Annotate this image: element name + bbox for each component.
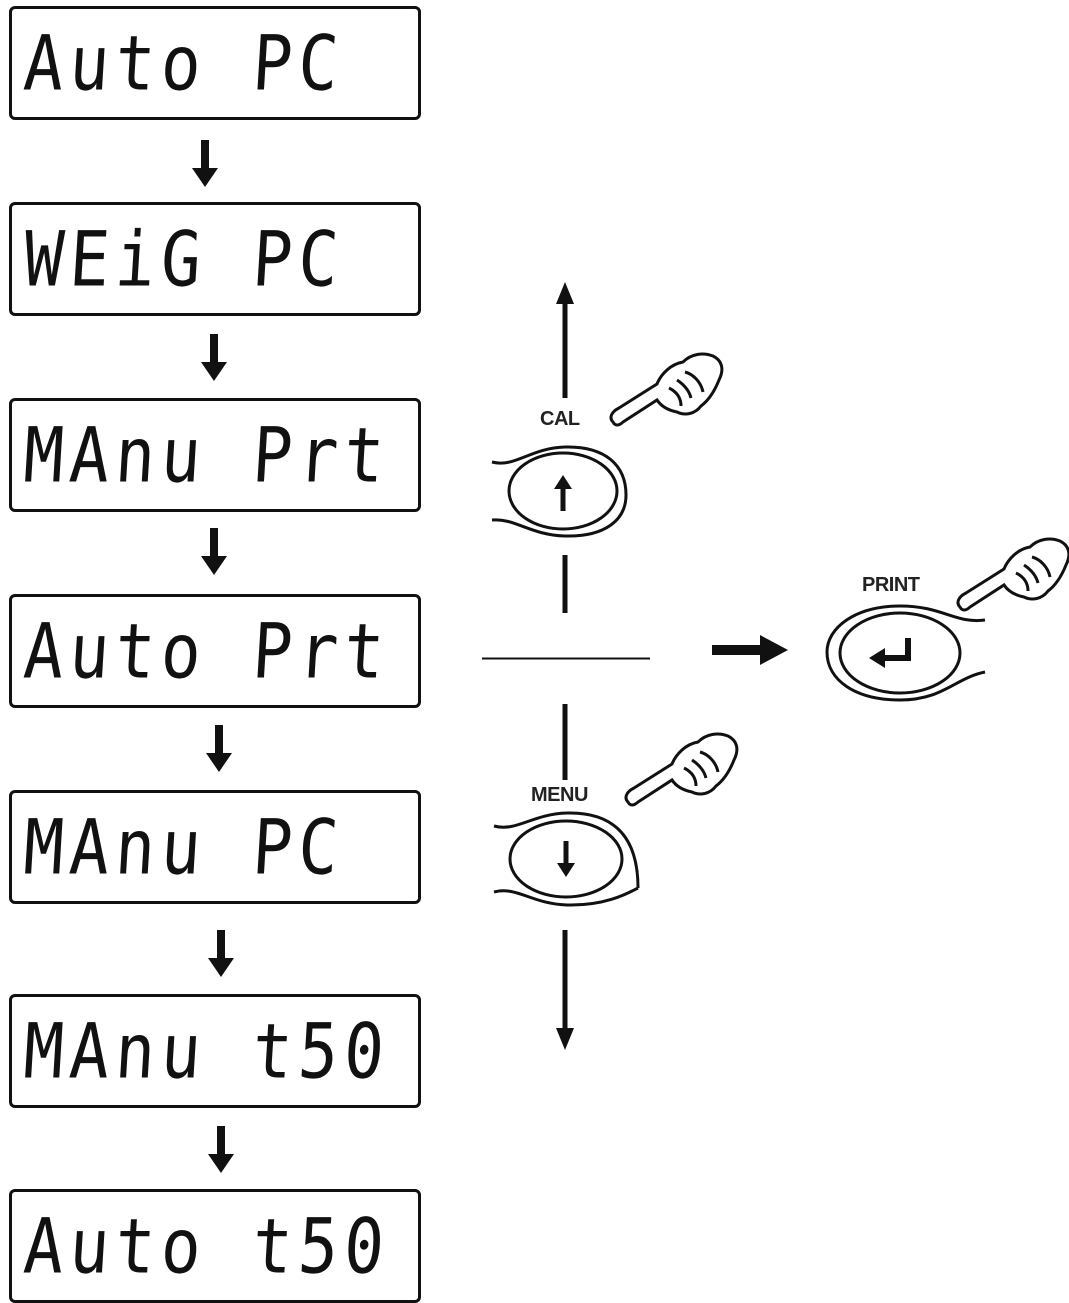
flow-arrow-icon bbox=[192, 140, 218, 187]
lcd-text: Auto Prt bbox=[21, 606, 393, 696]
lcd-display-auto-t50: Auto t50 bbox=[9, 1189, 421, 1303]
lcd-text: MAnu Prt bbox=[21, 410, 393, 500]
cal-key-label: CAL bbox=[540, 408, 580, 430]
lcd-text: MAnu t50 bbox=[21, 1006, 393, 1096]
lcd-display-manu-prt: MAnu Prt bbox=[9, 398, 421, 512]
pointing-hand-icon bbox=[609, 352, 724, 427]
connector-line bbox=[562, 555, 568, 613]
print-enter-button[interactable] bbox=[825, 600, 990, 705]
lcd-text: Auto t50 bbox=[21, 1201, 393, 1291]
lcd-display-weig-pc: WEiG PC bbox=[9, 202, 421, 316]
lcd-display-auto-pc: Auto PC bbox=[9, 6, 421, 120]
flow-arrow-icon bbox=[208, 1126, 234, 1173]
flow-arrow-icon bbox=[201, 528, 227, 575]
flow-arrow-icon bbox=[201, 334, 227, 381]
cal-up-button[interactable] bbox=[490, 440, 635, 540]
lcd-display-manu-pc: MAnu PC bbox=[9, 790, 421, 904]
menu-down-button[interactable] bbox=[492, 808, 642, 908]
right-arrow-icon bbox=[712, 635, 788, 665]
lcd-display-manu-t50: MAnu t50 bbox=[9, 994, 421, 1108]
divider-line bbox=[482, 657, 650, 660]
scroll-down-arrow-icon bbox=[556, 930, 574, 1050]
lcd-text: Auto PC bbox=[21, 18, 347, 108]
lcd-display-auto-prt: Auto Prt bbox=[9, 594, 421, 708]
menu-key-label: MENU bbox=[531, 784, 588, 806]
lcd-text: MAnu PC bbox=[21, 802, 347, 892]
pointing-hand-icon bbox=[624, 732, 739, 807]
flow-arrow-icon bbox=[208, 930, 234, 977]
print-key-label: PRINT bbox=[862, 574, 920, 596]
lcd-text: WEiG PC bbox=[21, 214, 347, 304]
connector-line bbox=[562, 704, 568, 780]
scroll-up-arrow-icon bbox=[556, 282, 574, 398]
flow-arrow-icon bbox=[206, 725, 232, 772]
pointing-hand-icon bbox=[956, 537, 1069, 612]
